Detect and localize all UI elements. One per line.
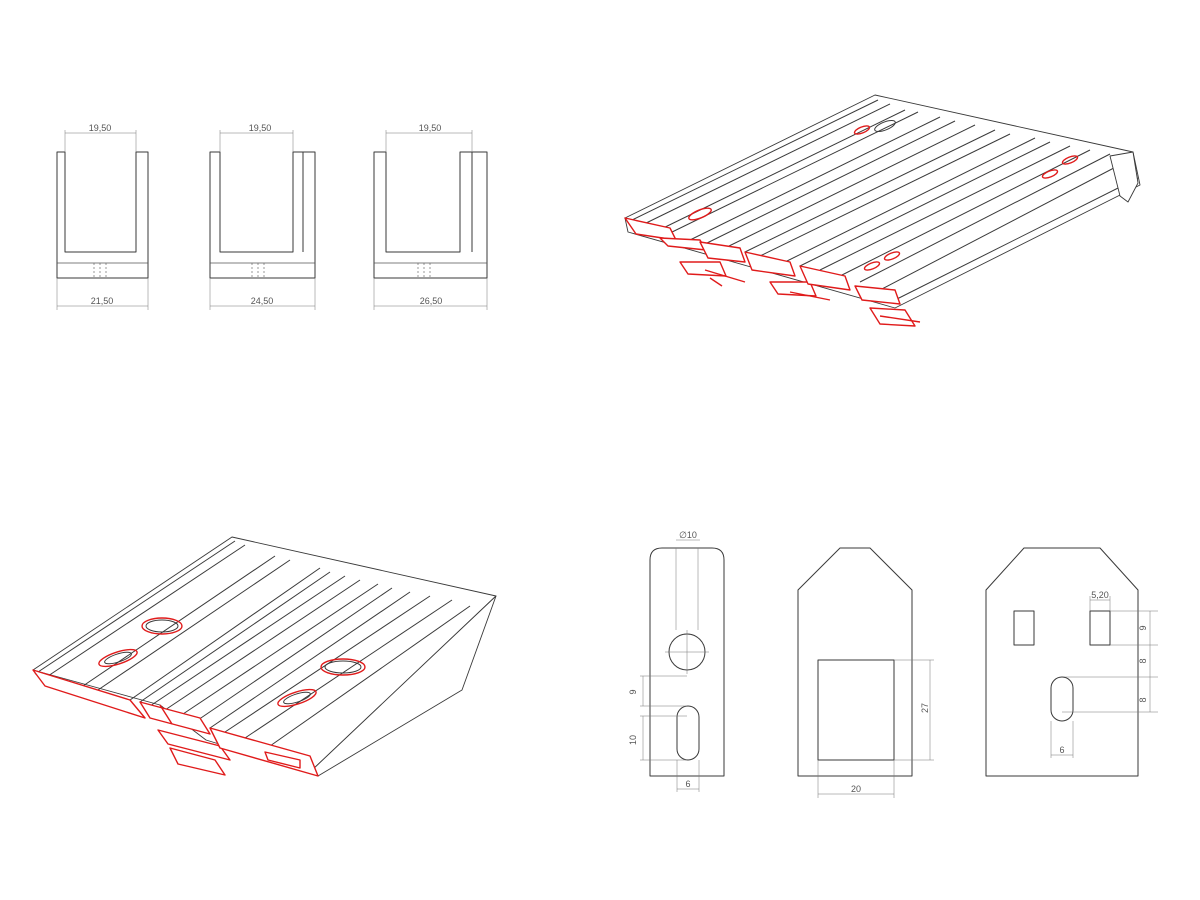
outer-width-dimension: 21,50 [91, 296, 114, 306]
bracket-view-a: ∅10 9 10 6 [628, 530, 725, 792]
isometric-assembly-bottom [32, 536, 497, 777]
channel-profile-3: 19,50 26,50 [373, 123, 488, 310]
bracket-view-c: 5,20 9 8 8 6 [985, 547, 1158, 777]
window-width-dimension: 20 [851, 784, 861, 794]
hole-diameter-dimension: ∅10 [679, 530, 697, 540]
gap-dimension: 9 [628, 689, 638, 694]
slot-width-dimension: 6 [1059, 745, 1064, 755]
bracket-view-b: 27 20 [797, 547, 934, 798]
window-height-dimension: 27 [920, 703, 930, 713]
slot-length-dimension: 10 [628, 735, 638, 745]
gap-below-square-dimension: 8 [1138, 658, 1148, 663]
square-width-dimension: 5,20 [1091, 590, 1109, 600]
slot-height-dimension: 8 [1138, 697, 1148, 702]
channel-profile-1: 19,50 21,50 [56, 123, 149, 310]
outer-width-dimension: 24,50 [251, 296, 274, 306]
slot-width-dimension: 6 [685, 779, 690, 789]
inner-width-dimension: 19,50 [89, 123, 112, 133]
inner-width-dimension: 19,50 [419, 123, 442, 133]
channel-profile-2: 19,50 24,50 [209, 123, 316, 310]
isometric-assembly-top [624, 94, 1141, 327]
outer-width-dimension: 26,50 [420, 296, 443, 306]
square-height-dimension: 9 [1138, 625, 1148, 630]
inner-width-dimension: 19,50 [249, 123, 272, 133]
